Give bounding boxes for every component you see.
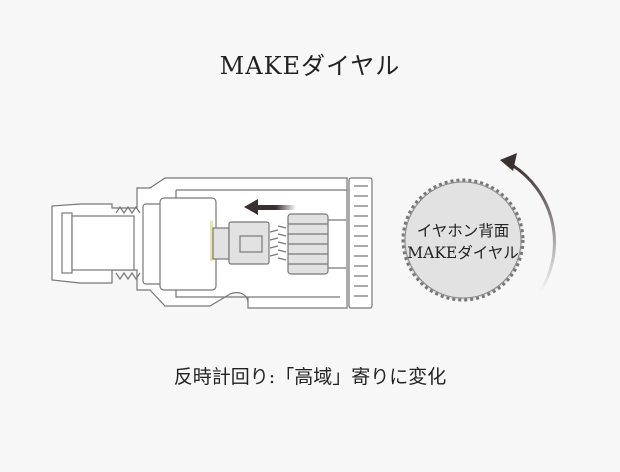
knurled-ring bbox=[348, 177, 373, 309]
caption: 反時計回り:「高域」寄りに変化 bbox=[173, 366, 447, 388]
thread-marks bbox=[115, 205, 141, 281]
dial-label-line2: MAKEダイヤル bbox=[407, 244, 519, 262]
dial-label: イヤホン背面 MAKEダイヤル bbox=[403, 220, 523, 264]
nozzle bbox=[61, 212, 135, 274]
dial-label-line1: イヤホン背面 bbox=[416, 222, 510, 240]
valve-shaft bbox=[212, 213, 346, 275]
make-dial bbox=[401, 178, 525, 302]
driver-unit bbox=[142, 197, 217, 291]
diagram-title: MAKEダイヤル bbox=[219, 52, 401, 80]
slide-arrow-icon bbox=[244, 199, 296, 215]
counterclockwise-arrow-icon bbox=[500, 153, 556, 293]
